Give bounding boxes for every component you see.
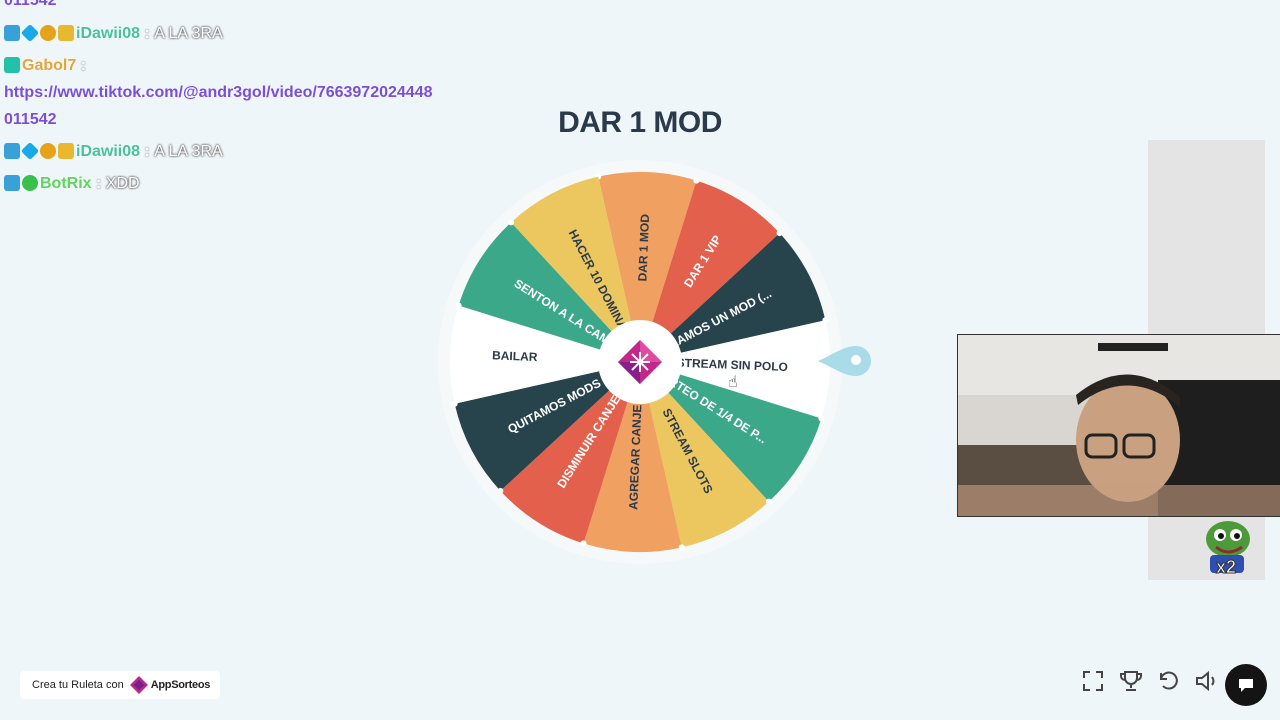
fullscreen-icon: [1083, 671, 1103, 691]
wheel-peg: [580, 540, 587, 547]
appsorteos-brand-link[interactable]: Crea tu Ruleta con AppSorteos: [20, 671, 220, 699]
wheel-title: DAR 1 MOD: [558, 106, 722, 139]
chat-badge-icon: [22, 175, 38, 191]
trophy-icon: [1120, 671, 1142, 691]
wheel-segment: [500, 362, 640, 544]
emote-multiplier: x2: [1216, 557, 1236, 577]
appsorteos-logo-icon: [129, 676, 148, 694]
wheel-segment: [640, 362, 769, 548]
chat-badge-icon: [4, 175, 20, 191]
hand-cursor-icon: ☝: [728, 374, 738, 391]
chat-bubble-icon: [1239, 679, 1253, 692]
chat-username[interactable]: Gabol7: [22, 57, 77, 74]
volume-button[interactable]: [1194, 668, 1220, 694]
chat-text: A LA 3RA: [154, 25, 223, 42]
chat-message: Gabol7 :: [4, 57, 86, 75]
webcam-feed: [957, 334, 1280, 517]
wheel-peg: [693, 177, 700, 184]
wheel-peg: [678, 544, 685, 551]
undo-button[interactable]: [1156, 668, 1182, 694]
chat-badge-icon: [20, 141, 40, 161]
wheel-segment: [640, 320, 830, 419]
chat-badge-icon: [58, 25, 74, 41]
chat-badge-icon: [58, 143, 74, 159]
wheel-segment: [511, 176, 640, 362]
wheel-segment: [458, 222, 640, 362]
chat-link[interactable]: https://www.tiktok.com/@andr3gol/video/7…: [4, 84, 433, 101]
brand-prefix: Crea tu Ruleta con: [32, 679, 124, 691]
wheel-peg: [776, 230, 783, 237]
chat-message: 011542: [4, 111, 57, 129]
wheel-pointer-icon: [818, 346, 871, 376]
wheel-segment: [640, 233, 826, 362]
chat-username[interactable]: iDawii08: [76, 25, 141, 42]
appsorteos-logo-icon: [618, 340, 662, 384]
wheel-segment-label: STREAM SIN POLO: [676, 356, 788, 374]
chat-message: iDawii08 : A LA 3RA: [4, 141, 223, 161]
chat-username[interactable]: iDawii08: [76, 143, 141, 160]
volume-icon: [1196, 670, 1215, 692]
wheel-peg: [765, 498, 772, 505]
wheel-segment: [450, 305, 640, 404]
wheel-segment: [640, 180, 780, 362]
webcam-image: [958, 335, 1280, 516]
chat-separator: :: [91, 175, 106, 192]
wheel-segment-label: DAR 1 MOD: [635, 213, 652, 281]
chat-text: XDD: [105, 175, 140, 192]
undo-icon: [1160, 671, 1178, 690]
wheel-toolbar: [1080, 668, 1220, 694]
chat-badge-icon: [4, 143, 20, 159]
chat-separator: :: [140, 25, 155, 42]
chat-badge-icon: [4, 57, 20, 73]
chat-badge-icon: [4, 25, 20, 41]
chat-username[interactable]: BotRix: [40, 175, 92, 192]
wheel-segment: [583, 362, 682, 552]
wheel-peg: [508, 219, 515, 226]
chat-button[interactable]: [1225, 664, 1267, 706]
chat-message: iDawii08 : A LA 3RA: [4, 23, 223, 43]
chat-badge-icon: [20, 23, 40, 43]
wheel-segment: [598, 172, 697, 362]
chat-badge-icon: [40, 25, 56, 41]
chat-message: https://www.tiktok.com/@andr3gol/video/7…: [4, 84, 433, 102]
chat-message: 011542: [4, 0, 57, 10]
chat-message: BotRix : XDD: [4, 175, 140, 193]
brand-name: AppSorteos: [150, 679, 211, 691]
fullscreen-button[interactable]: [1080, 668, 1106, 694]
pepe-emote-icon: x2: [1206, 521, 1250, 577]
wheel-peg: [455, 302, 462, 309]
wheel-peg: [822, 317, 829, 324]
trophy-button[interactable]: [1118, 668, 1144, 694]
wheel-segment: [454, 362, 640, 491]
wheel-peg: [451, 400, 458, 407]
chat-separator: :: [76, 57, 87, 74]
chat-text: 011542: [4, 111, 57, 128]
chat-text: A LA 3RA: [154, 143, 223, 160]
chat-text: 011542: [4, 0, 57, 9]
wheel-segment-label: BAILAR: [492, 348, 538, 364]
wheel-peg: [818, 415, 825, 422]
chat-badge-icon: [40, 143, 56, 159]
wheel-segment: [640, 362, 822, 502]
wheel-peg: [497, 487, 504, 494]
chat-separator: :: [140, 143, 155, 160]
